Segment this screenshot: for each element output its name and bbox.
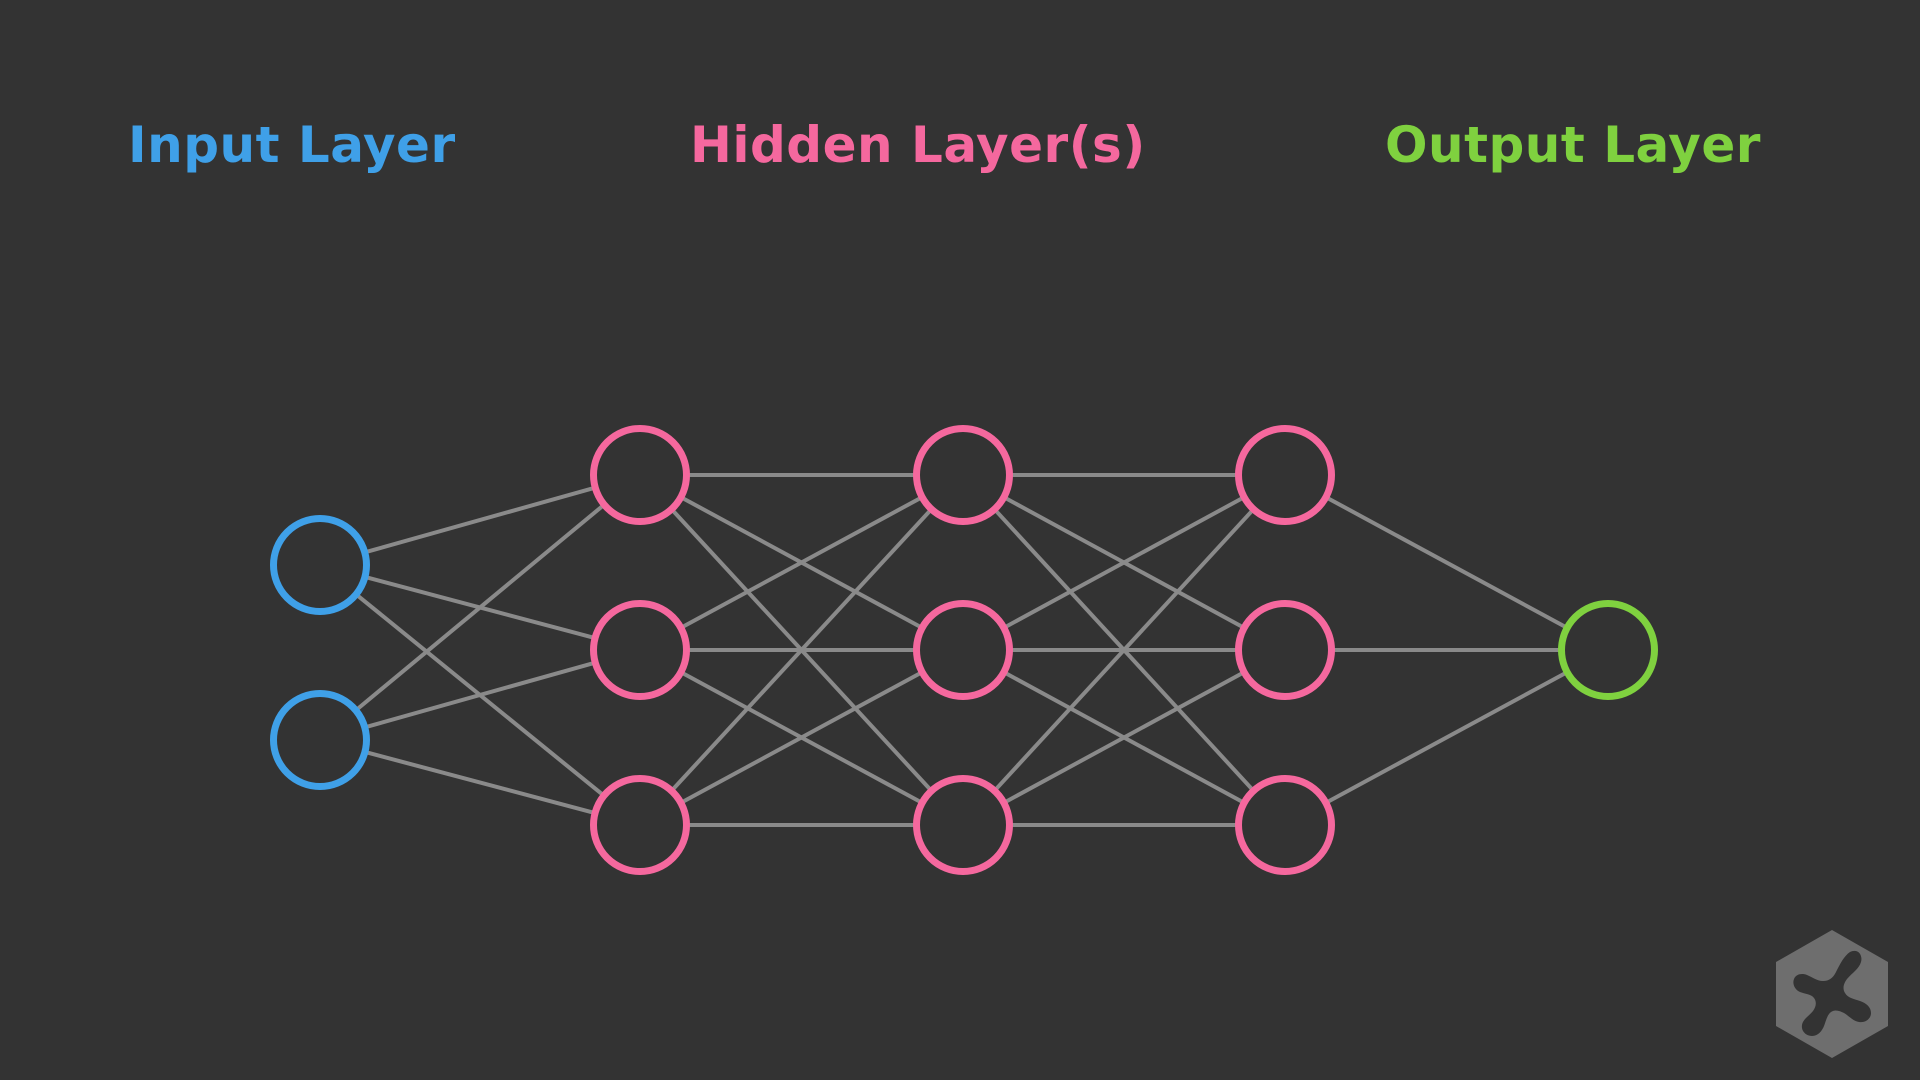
node-i1[interactable] (270, 515, 370, 615)
node-h1_1[interactable] (590, 425, 690, 525)
node-h3_1[interactable] (1235, 425, 1335, 525)
node-h3_3[interactable] (1235, 775, 1335, 875)
connections-group (356, 473, 1566, 827)
connection-line (356, 504, 604, 711)
connection-line (1327, 671, 1566, 804)
node-h2_1[interactable] (913, 425, 1013, 525)
connection-line (1005, 496, 1243, 629)
hidden-layer-title: Hidden Layer(s) (690, 116, 1146, 174)
node-h3_2[interactable] (1235, 600, 1335, 700)
hexagon-splat-logo-icon (1776, 930, 1888, 1058)
connection-line (1005, 671, 1243, 804)
node-o1[interactable] (1558, 600, 1658, 700)
connection-line (671, 509, 932, 791)
input-layer-title: Input Layer (128, 116, 456, 174)
connection-line (366, 661, 594, 729)
connection-line (682, 671, 921, 804)
node-h1_3[interactable] (590, 775, 690, 875)
connection-line (366, 486, 594, 554)
node-h2_2[interactable] (913, 600, 1013, 700)
node-i2[interactable] (270, 690, 370, 790)
connection-line (994, 509, 1254, 791)
node-h1_2[interactable] (590, 600, 690, 700)
node-h2_3[interactable] (913, 775, 1013, 875)
connection-line (682, 496, 921, 629)
connection-line (366, 750, 594, 815)
connection-line (1327, 496, 1566, 629)
output-layer-title: Output Layer (1385, 116, 1761, 174)
nodes-group (270, 425, 1658, 875)
